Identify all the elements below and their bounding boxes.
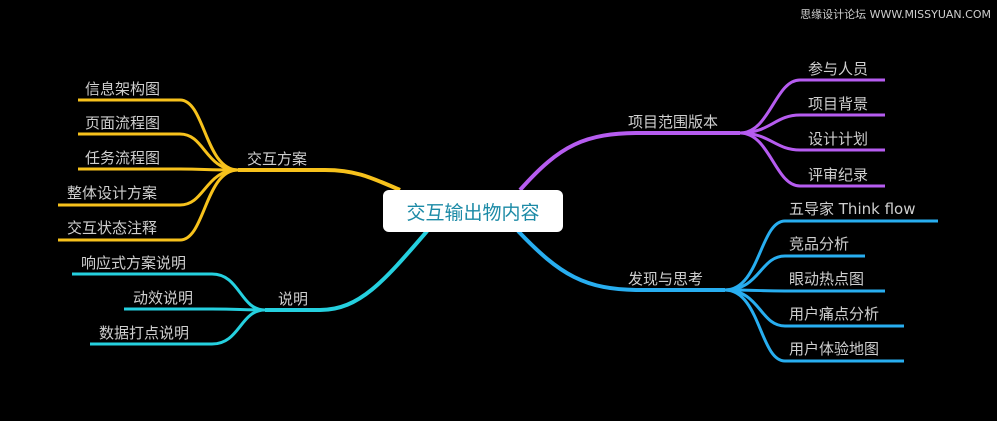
leaf-discovery-4[interactable]: 用户痛点分析 — [789, 305, 880, 323]
link-root-notes — [265, 228, 430, 312]
link-root-scope — [518, 131, 740, 192]
leaf-scope-3[interactable]: 设计计划 — [808, 130, 869, 148]
root-node[interactable]: 交互输出物内容 — [383, 190, 563, 232]
branch-discovery[interactable]: 发现与思考 — [628, 270, 704, 288]
leaf-interaction-5[interactable]: 交互状态注释 — [67, 219, 158, 237]
leaf-interaction-2[interactable]: 页面流程图 — [85, 114, 161, 132]
link-interaction-1 — [78, 98, 239, 172]
branch-notes[interactable]: 说明 — [278, 290, 309, 308]
leaf-scope-1[interactable]: 参与人员 — [808, 60, 869, 78]
leaf-notes-3[interactable]: 数据打点说明 — [99, 324, 190, 342]
link-root-discovery — [516, 229, 725, 292]
link-interaction-3 — [78, 167, 239, 172]
link-discovery-3 — [724, 288, 885, 293]
leaf-discovery-5[interactable]: 用户体验地图 — [789, 340, 880, 358]
leaf-interaction-3[interactable]: 任务流程图 — [85, 149, 161, 167]
link-scope-1 — [739, 78, 885, 135]
leaf-discovery-3[interactable]: 眼动热点图 — [789, 270, 865, 288]
leaf-discovery-2[interactable]: 竞品分析 — [789, 235, 850, 253]
link-interaction-5 — [58, 168, 239, 242]
branch-scope[interactable]: 项目范围版本 — [628, 113, 719, 131]
leaf-scope-2[interactable]: 项目背景 — [808, 95, 869, 113]
link-scope-4 — [739, 131, 885, 188]
leaf-interaction-1[interactable]: 信息架构图 — [85, 80, 161, 98]
link-discovery-1 — [724, 219, 938, 292]
leaf-notes-1[interactable]: 响应式方案说明 — [81, 254, 187, 272]
leaf-notes-2[interactable]: 动效说明 — [133, 289, 194, 307]
link-notes-3 — [90, 308, 266, 346]
link-discovery-5 — [724, 288, 904, 363]
leaf-discovery-1[interactable]: 五导家 Think flow — [789, 200, 916, 218]
leaf-scope-4[interactable]: 评审纪录 — [808, 166, 869, 184]
leaf-interaction-4[interactable]: 整体设计方案 — [67, 184, 158, 202]
link-notes-2 — [124, 307, 266, 312]
branch-interaction[interactable]: 交互方案 — [247, 150, 308, 168]
link-root-interaction — [238, 168, 401, 192]
watermark: 思缘设计论坛 WWW.MISSYUAN.COM — [800, 8, 991, 21]
